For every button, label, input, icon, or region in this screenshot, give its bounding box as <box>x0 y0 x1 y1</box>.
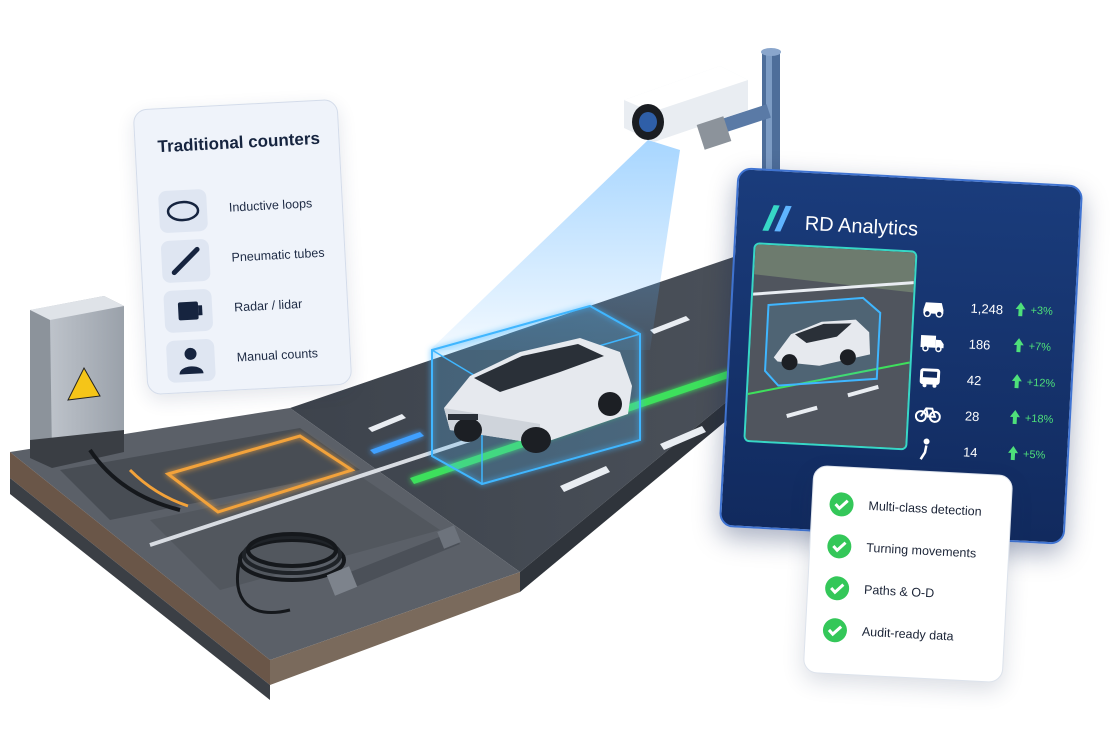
feature-item-paths: Paths & O-D <box>823 575 1004 612</box>
features-card: Multi-class detection Turning movements … <box>802 464 1014 684</box>
feature-label: Multi-class detection <box>868 498 982 519</box>
stat-row-bicycles: 28 +18% <box>914 399 1065 437</box>
feature-label: Audit-ready data <box>861 624 954 644</box>
utility-cabinet <box>30 296 181 512</box>
stat-change: +18% <box>1024 412 1054 427</box>
stat-change: +7% <box>1028 340 1052 354</box>
list-item-inductive-loops: Inductive loops <box>157 182 330 234</box>
feature-label: Paths & O-D <box>863 582 935 601</box>
stat-row-cars: 1,248 +3% <box>920 291 1071 329</box>
person-icon <box>165 338 216 384</box>
list-item-label: Pneumatic tubes <box>231 245 325 265</box>
rd-analytics-panel: RD Analytics 1,248 +3% 186 +7% 42 <box>718 167 1084 545</box>
inductive-loop <box>128 434 356 514</box>
bus-icon <box>919 368 941 388</box>
check-circle-icon <box>827 534 852 559</box>
list-item-pneumatic-tubes: Pneumatic tubes <box>160 232 333 284</box>
panel-title: RD Analytics <box>804 212 919 241</box>
feature-item-multi-class: Multi-class detection <box>828 491 1009 528</box>
list-item-label: Inductive loops <box>228 196 313 215</box>
tube-icon <box>160 238 211 284</box>
stat-value: 28 <box>964 408 980 425</box>
feature-item-turning: Turning movements <box>826 533 1007 570</box>
truck-icon <box>920 335 944 353</box>
stat-change: +12% <box>1026 376 1056 391</box>
arrow-up-icon <box>1011 374 1022 389</box>
camera-feed-thumbnail <box>743 242 918 451</box>
list-item-label: Manual counts <box>236 346 319 365</box>
arrow-up-icon <box>1008 446 1019 461</box>
feature-label: Turning movements <box>865 540 977 561</box>
stat-change: +3% <box>1030 304 1054 318</box>
rd-logo-icon <box>762 205 792 232</box>
stat-change: +5% <box>1022 448 1046 462</box>
stat-value: 42 <box>966 372 982 389</box>
stat-row-trucks: 186 +7% <box>918 327 1069 365</box>
arrow-up-icon <box>1013 338 1024 353</box>
check-circle-icon <box>822 618 847 643</box>
list-item-label: Radar / lidar <box>233 296 303 315</box>
stat-row-pedestrians: 14 +5% <box>912 435 1063 473</box>
traditional-counters-card: Traditional counters Inductive loops Pne… <box>132 98 353 396</box>
stat-value: 186 <box>968 336 991 353</box>
camera-beam <box>430 140 680 350</box>
check-circle-icon <box>829 492 854 517</box>
check-circle-icon <box>825 576 850 601</box>
list-item-radar-lidar: Radar / lidar <box>163 282 335 334</box>
list-item-manual-counts: Manual counts <box>165 332 338 384</box>
arrow-up-icon <box>1009 410 1020 425</box>
pneumatic-tube-coil <box>235 525 461 615</box>
detected-car <box>431 304 641 486</box>
stat-row-buses: 42 +12% <box>916 363 1067 401</box>
loop-icon <box>157 188 209 234</box>
bicycle-icon <box>914 407 941 423</box>
stat-value: 14 <box>962 444 978 461</box>
cctv-camera <box>624 66 748 150</box>
radar-icon <box>163 288 214 334</box>
stat-value: 1,248 <box>970 300 1004 318</box>
pedestrian-icon <box>919 438 930 460</box>
car-icon <box>923 302 944 318</box>
card-title: Traditional counters <box>157 128 321 157</box>
feature-item-audit: Audit-ready data <box>821 617 1002 654</box>
arrow-up-icon <box>1015 302 1026 317</box>
